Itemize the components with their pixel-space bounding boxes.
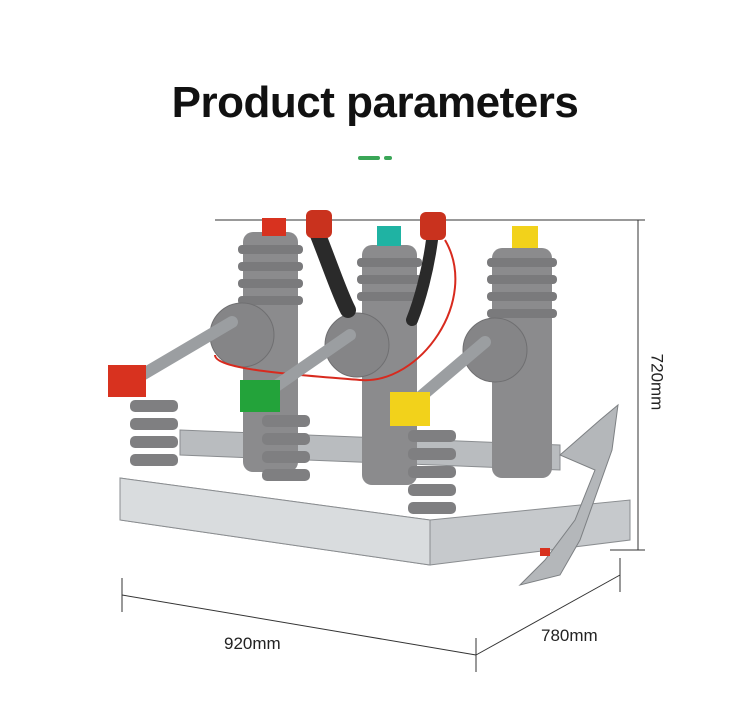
- width-dimension-label: 920mm: [224, 634, 281, 653]
- isolating-arms: [119, 316, 491, 416]
- pole-right: [462, 226, 557, 478]
- operating-handle: [518, 403, 619, 586]
- lower-insulators: [130, 400, 456, 514]
- red-wire: [214, 239, 457, 382]
- phase-cap-green: [240, 380, 280, 412]
- phase-cap-yellow: [390, 392, 430, 426]
- phase-cap-red: [108, 365, 146, 397]
- black-cable-2: [406, 234, 438, 326]
- depth-dimension-label: 780mm: [541, 626, 598, 645]
- title-accent-bar: [358, 156, 380, 160]
- black-cable: [310, 227, 356, 318]
- height-dimension-label: 720mm: [647, 353, 667, 411]
- page-title: Product parameters: [171, 78, 579, 127]
- warning-label: [540, 548, 550, 556]
- title-accent-dot: [384, 156, 392, 160]
